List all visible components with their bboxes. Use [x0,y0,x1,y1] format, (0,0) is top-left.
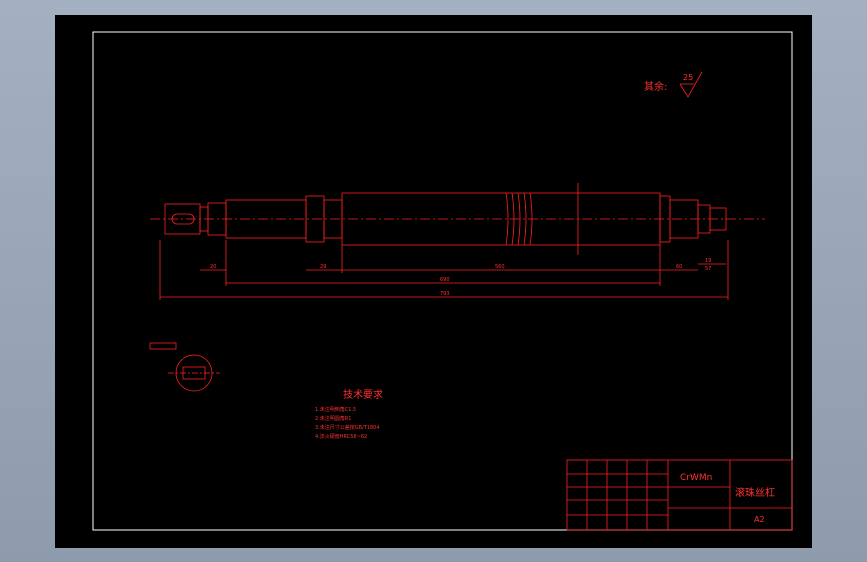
material: CrWMn [680,473,712,483]
keyway [171,213,195,225]
dim-screw-length: 560 [495,264,505,270]
dim-thread-length: 690 [440,277,450,283]
title-block: CrWMn 滚珠丝杠 A2 [566,459,793,531]
drawing-sheet [55,15,812,548]
dim-total: 793 [440,291,450,297]
dim-seg-a: 29 [320,264,326,270]
right-journal [709,207,727,231]
roughness-value: 25 [683,73,693,82]
tech-item-4: 4.淬火硬度HRC58~62 [315,433,367,440]
dim-seg-c: 60 [676,264,682,270]
section-view [149,342,220,392]
dimensions: 793 690 560 29 20 60 19 57 [159,240,729,300]
tech-item-1: 1.未注明倒角C1.5 [315,406,356,413]
drawing-border [92,31,793,531]
tech-requirements: 技术要求 1.未注明倒角C1.5 2.未注明圆角R1 3.未注尺寸公差按GB/T… [315,388,383,440]
part-name: 滚珠丝杠 [735,486,775,499]
roughness-symbol: 其余: 25 [644,71,703,98]
tech-item-2: 2.未注明圆角R1 [315,415,351,422]
thread-grooves [505,192,533,246]
scale-label: A2 [754,515,765,524]
dim-seg-e: 57 [705,266,711,272]
shaft-view [150,183,765,255]
dim-seg-b: 20 [210,264,216,270]
tech-title: 技术要求 [343,388,383,401]
dim-seg-d: 19 [705,258,711,264]
roughness-note: 其余: [644,80,667,93]
tech-item-3: 3.未注尺寸公差按GB/T1804 [315,424,380,431]
